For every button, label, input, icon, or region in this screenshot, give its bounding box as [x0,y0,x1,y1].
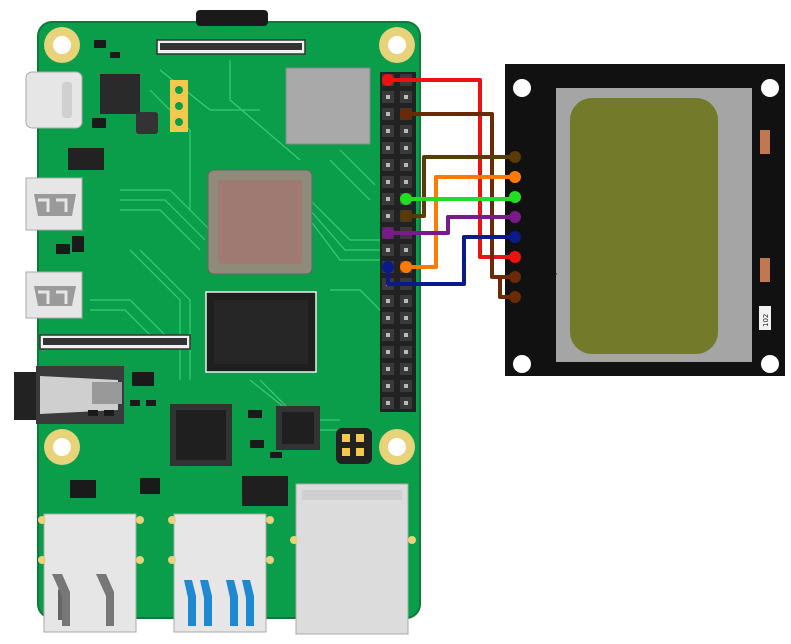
display-component [760,130,770,154]
wire-ce [406,175,515,269]
ethernet-magnetics [242,476,288,506]
gpio-pin-tip [404,163,408,167]
gpio-pin-tip [386,316,390,320]
wire-vcc [388,78,515,259]
wire-end-light [400,108,412,120]
gpio-header [380,72,416,412]
gpio-pin-tip [404,248,408,252]
raspberry-pi-board [14,10,421,635]
display-pin-label: CE [525,172,540,184]
smd-components [56,40,282,498]
gpio-pin-tip [386,214,390,218]
gpio-pin-tip [404,180,408,184]
gpio-pin-tip [386,299,390,303]
gpio-pin-tip [404,384,408,388]
gpio-pin-tip [386,384,390,388]
gpio-pin-tip [386,367,390,371]
usb-c-power-port-top [196,10,268,26]
gpio-pin-tip [404,350,408,354]
wifi-shield [285,67,371,145]
gpio-pin-tip [386,248,390,252]
poe-header [336,428,372,464]
gpio-pin-tip [386,197,390,201]
display-mount-hole [761,79,779,97]
jumper-wires [382,74,515,299]
gpio-pin-tip [386,401,390,405]
wire-clk [386,235,515,286]
gpio-pin-tip [404,316,408,320]
wire-end-dc [400,193,412,205]
display-component [760,258,770,282]
camera-fpc-connector [39,334,191,350]
gpio-pin-tip [386,350,390,354]
soc-chip [207,169,313,275]
wire-end-vcc [382,74,394,86]
mounting-holes [44,27,415,465]
ram-chip-core [214,300,308,364]
ethernet-controller-chip [276,406,320,450]
gpio-pin-tip [386,146,390,150]
display-pin-label: DC [525,192,541,204]
gpio-pin-tip [386,129,390,133]
wire-din [388,215,515,235]
micro-hdmi-port-0 [25,177,83,231]
wire-light [406,112,515,279]
nokia-5110-display-module: 102 RST CE DC DIN CLK VCC LIGHT GND [505,64,785,376]
wire-rst [406,155,515,218]
gpio-pin-tip [404,367,408,371]
display-pin-label: VCC [525,252,548,264]
wire-end-clk [382,261,394,273]
port-solder-pads [38,516,416,564]
display-fpc-connector [156,39,306,55]
gpio-pin-tip [404,401,408,405]
display-pin-label: DIN [525,212,544,224]
gpio-pin-tip [404,299,408,303]
gpio-pin-tip [386,112,390,116]
gpio-pin-tip [386,95,390,99]
gpio-pin-tip [386,333,390,337]
usb-controller-chip [170,404,232,466]
wire-end-ce [400,261,412,273]
display-pin-label: GND [525,292,550,304]
wire-end-din [382,227,394,239]
resistor-label: 102 [762,314,770,327]
display-mount-hole [761,355,779,373]
display-pin-label: CLK [525,232,547,244]
gpio-pin-tip [404,129,408,133]
display-mount-hole [513,79,531,97]
ethernet-port [295,483,409,635]
display-screen [570,98,718,354]
usb3-ports [173,513,267,633]
display-pin-label: RST [525,152,547,164]
gpio-pin-tip [404,95,408,99]
wire-gnd [492,275,515,299]
display-pin-label: LIGHT [525,272,558,284]
gpio-pin-tip [404,146,408,150]
usb2-ports [43,513,137,633]
resistor-102: 102 [759,306,771,330]
gpio-pin-tip [386,180,390,184]
display-mount-hole [513,355,531,373]
gpio-pin-tip [404,333,408,337]
gpio-pin-tip [386,163,390,167]
micro-hdmi-port-1 [25,271,83,319]
usb-c-port [25,71,83,129]
jumper-header [170,80,188,132]
wire-end-rst [400,210,412,222]
